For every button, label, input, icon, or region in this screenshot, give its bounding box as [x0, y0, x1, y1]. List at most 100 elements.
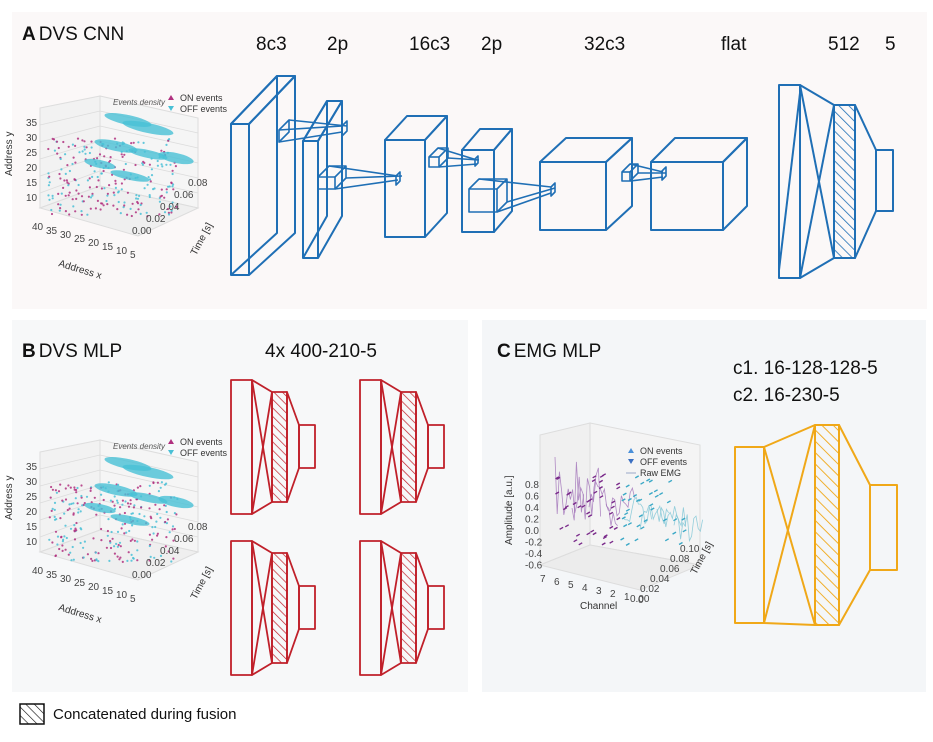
t-tick-label: 0.08 [188, 522, 208, 533]
event-point [47, 172, 50, 175]
emg-event-mark [640, 526, 645, 530]
event-point [88, 151, 91, 155]
y-tick-label: 10 [26, 537, 38, 548]
event-point [131, 538, 134, 541]
emg-event-mark [587, 514, 593, 518]
emg-event-mark [681, 517, 686, 521]
event-point [80, 213, 83, 216]
event-point [102, 169, 105, 173]
plot-gridline [99, 469, 199, 493]
event-point [64, 548, 67, 551]
event-point [61, 499, 64, 502]
emg-x-tick-label: 5 [568, 580, 574, 591]
event-point [83, 140, 86, 143]
plot-gridline [39, 514, 101, 538]
event-point [151, 526, 154, 529]
emg-event-mark [678, 541, 683, 546]
event-point [168, 531, 171, 534]
y-tick-label: 30 [26, 477, 38, 488]
event-point [81, 504, 84, 507]
event-point [91, 175, 94, 178]
event-density-blob [84, 158, 116, 170]
event-point [80, 494, 83, 498]
cnn-diagram [230, 75, 894, 279]
event-point [82, 546, 85, 549]
event-point [140, 506, 143, 509]
event-point [81, 150, 84, 153]
y-tick-label: 25 [26, 492, 38, 503]
event-point [126, 213, 129, 216]
event-point [74, 161, 77, 164]
event-point [117, 543, 120, 547]
panel-c-arch-c2: c2. 16-230-5 [733, 385, 840, 406]
event-point [131, 202, 134, 205]
event-point [138, 512, 141, 516]
plot-gridline [39, 110, 101, 126]
emg-x-tick-label: 0 [638, 595, 644, 606]
event-point [96, 199, 99, 202]
event-point [124, 500, 127, 503]
event-point [137, 141, 140, 144]
emg-event-mark [563, 507, 568, 511]
event-point [94, 207, 97, 210]
event-point [118, 541, 122, 544]
emg-y-tick-label: 0.4 [525, 503, 539, 514]
y-tick-label: 20 [26, 163, 38, 174]
event-point [74, 144, 77, 147]
emg-event-mark [620, 537, 625, 541]
x-tick-label: 40 [32, 566, 44, 577]
event-point [66, 508, 69, 512]
event-point [123, 204, 126, 207]
emg-event-mark [601, 542, 606, 546]
event-point [63, 535, 66, 538]
event-point [116, 545, 119, 548]
emg-mlp-diagram [734, 424, 898, 626]
event-point [72, 558, 75, 561]
event-point [130, 142, 133, 145]
event-point [115, 542, 118, 546]
event-point [48, 198, 51, 201]
event-point [50, 212, 54, 216]
legend-off-label: OFF events [180, 104, 228, 114]
event-point [68, 213, 71, 216]
event-point [120, 153, 123, 156]
x-tick-label: 35 [46, 570, 58, 581]
event-point [107, 481, 110, 484]
emg-back-wall [539, 422, 591, 566]
event-point [136, 549, 139, 552]
emg-y-tick-label: -0.6 [525, 561, 543, 572]
panel-a-title-text: DVS CNN [38, 24, 125, 45]
event-point [113, 545, 116, 548]
emg-t-tick-label: 0.06 [660, 564, 680, 575]
event-point [114, 186, 117, 189]
t-tick-label: 0.00 [132, 226, 152, 237]
event-point [64, 210, 67, 213]
event-point [135, 197, 138, 200]
event-point [156, 481, 159, 484]
y-axis-label: Address y [4, 476, 15, 520]
event-point [136, 486, 139, 489]
legend-on-marker [168, 439, 174, 444]
event-point [105, 546, 108, 549]
event-point [83, 148, 86, 151]
event-point [99, 208, 102, 211]
event-point [53, 501, 57, 504]
event-point [171, 185, 174, 188]
event-point [169, 163, 172, 166]
density-label: Events density [113, 442, 166, 451]
event-point [49, 496, 52, 499]
event-point [47, 194, 50, 197]
emg-event-mark [603, 534, 608, 538]
legend-on-label: ON events [180, 437, 223, 447]
event-point [67, 194, 70, 197]
event-point [166, 207, 170, 211]
event-point [147, 176, 150, 179]
emg-x-tick-label: 6 [554, 577, 560, 588]
event-point [54, 554, 57, 558]
event-point [127, 551, 130, 554]
event-point [165, 510, 168, 514]
legend-off-marker [168, 450, 174, 455]
event-point [126, 502, 130, 505]
